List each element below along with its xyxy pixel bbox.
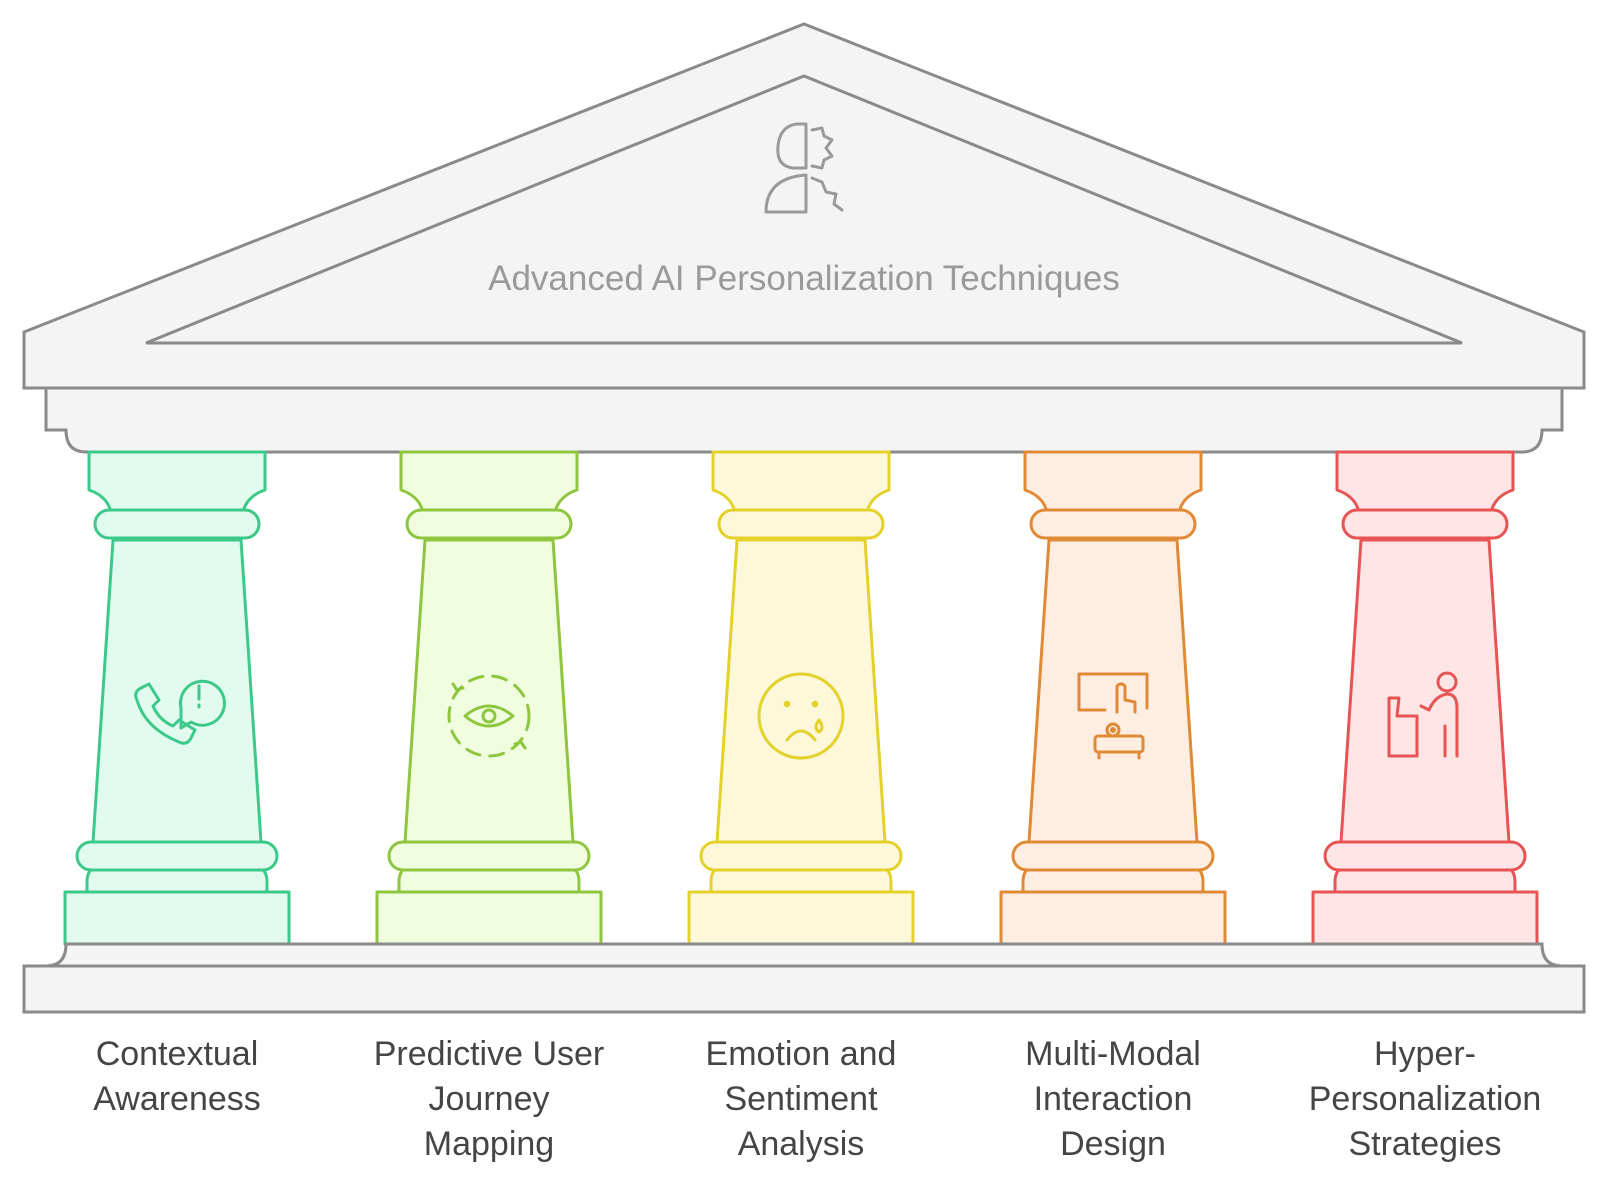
diagram-title: Advanced AI Personalization Techniques [488, 259, 1120, 298]
pillar-label-hyper-personalization-strategies: Hyper- Personalization Strategies [1275, 1032, 1575, 1167]
pillar-shaft [715, 538, 887, 844]
touch-screen-projector-icon [1077, 672, 1149, 760]
pillar-label-line: Emotion and [705, 1035, 897, 1073]
pillar-label-line: Awareness [93, 1080, 261, 1118]
pillar-lower-ring [387, 840, 591, 872]
pillar-upper-ring [1341, 508, 1509, 540]
pillar-plinth [999, 890, 1227, 946]
pillar-label-line: Hyper- [1373, 1035, 1477, 1073]
pillar-label-line: Mapping [423, 1125, 555, 1163]
pillar-shaft [91, 538, 263, 844]
eye-cycle-icon [447, 674, 531, 758]
pillar-label-multi-modal-interaction-design: Multi-Modal Interaction Design [963, 1032, 1263, 1167]
pillar-lower-ring [75, 840, 279, 872]
pillar-label-line: Personalization [1308, 1080, 1542, 1118]
pillar-lower-ring [699, 840, 903, 872]
pillar-plinth [687, 890, 915, 946]
pillar-upper-ring [717, 508, 885, 540]
pillar-label-line: Interaction [1033, 1080, 1193, 1118]
pillar-neck [1021, 866, 1205, 894]
pillar-lower-ring [1011, 840, 1215, 872]
ai-head-gears-icon [764, 122, 844, 214]
pillar-1 [63, 450, 291, 946]
pillar-label-predictive-user-journey-mapping: Predictive User Journey Mapping [339, 1032, 639, 1167]
pillars [63, 450, 1539, 946]
roof: Advanced AI Personalization Techniques [22, 22, 1586, 454]
pillar-capital [399, 450, 579, 514]
pillar-label-line: Strategies [1348, 1125, 1502, 1163]
pillar-label-line: Predictive User [373, 1035, 605, 1073]
pediment-inner [145, 74, 1463, 345]
pillar-capital [87, 450, 267, 514]
pillar-label-line: Journey [428, 1080, 550, 1118]
pillar-capital [1023, 450, 1203, 514]
person-chair-icon [1387, 671, 1459, 758]
pillar-shaft [1339, 538, 1511, 844]
pillar-lower-ring [1323, 840, 1527, 872]
phone-alert-icon [134, 679, 226, 745]
pillar-neck [85, 866, 269, 894]
base-step-bottom [22, 964, 1586, 1014]
base [22, 942, 1586, 1014]
pillar-4 [999, 450, 1227, 946]
pillar-label-line: Contextual [95, 1035, 259, 1073]
pillar-plinth [375, 890, 603, 946]
pillar-capital [711, 450, 891, 514]
pillar-3 [687, 450, 915, 946]
pillar-label-line: Sentiment [724, 1080, 878, 1118]
pillar-label-line: Multi-Modal [1025, 1035, 1201, 1073]
pillar-2 [375, 450, 603, 946]
pillar-upper-ring [93, 508, 261, 540]
pillar-label-contextual-awareness: Contextual Awareness [27, 1032, 327, 1122]
pillar-label-line: Design [1060, 1125, 1166, 1163]
pillar-shaft [403, 538, 575, 844]
pillar-neck [709, 866, 893, 894]
pillar-5 [1311, 450, 1539, 946]
entablature [44, 386, 1564, 454]
pillar-neck [397, 866, 581, 894]
pillar-upper-ring [1029, 508, 1197, 540]
pillar-plinth [1311, 890, 1539, 946]
pillar-label-line: Analysis [737, 1125, 865, 1163]
sad-face-icon [757, 672, 845, 760]
pillar-label-emotion-sentiment-analysis: Emotion and Sentiment Analysis [651, 1032, 951, 1167]
pillar-shaft [1027, 538, 1199, 844]
pillar-capital [1335, 450, 1515, 514]
pillar-plinth [63, 890, 291, 946]
pillar-neck [1333, 866, 1517, 894]
pillar-upper-ring [405, 508, 573, 540]
